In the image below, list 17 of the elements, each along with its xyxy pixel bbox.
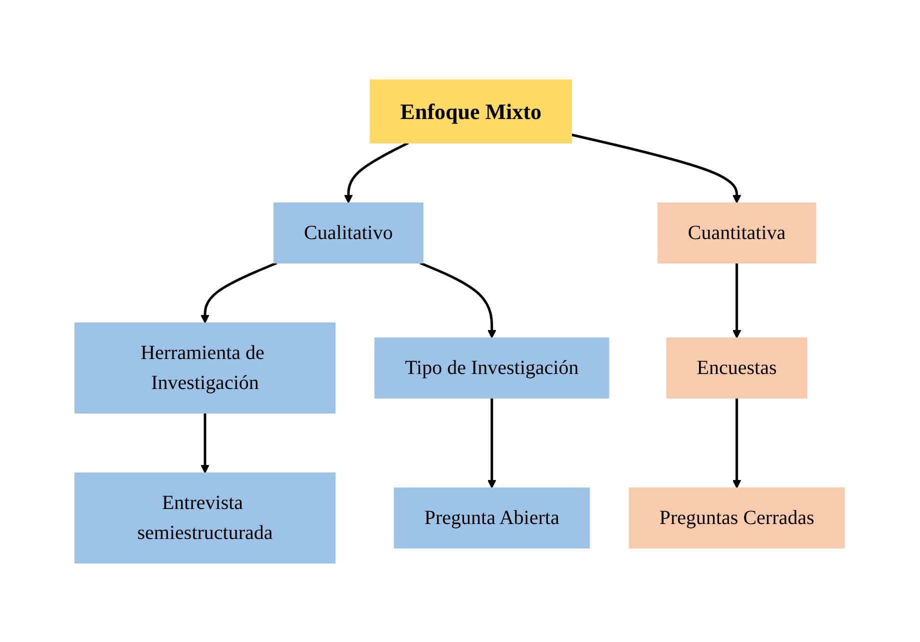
node-box: Encuestas bbox=[666, 337, 808, 398]
node-box: Tipo de Investigación bbox=[374, 337, 610, 398]
arrow bbox=[732, 262, 742, 338]
arrow bbox=[572, 133, 742, 203]
node-box: Preguntas Cerradas bbox=[629, 486, 846, 548]
arrow bbox=[344, 141, 410, 203]
node-box: Enfoque Mixto bbox=[370, 79, 572, 143]
node-box: Cuantitativa bbox=[658, 202, 817, 263]
node-box: Pregunta Abierta bbox=[394, 486, 590, 548]
arrow bbox=[200, 412, 210, 473]
arrow bbox=[732, 398, 742, 488]
node-box: Cualitativo bbox=[274, 202, 424, 263]
arrow bbox=[420, 261, 497, 338]
arrow bbox=[200, 261, 278, 323]
node-box: Entrevista semiestructurada bbox=[74, 472, 336, 563]
arrow bbox=[488, 398, 497, 488]
node-box: Herramienta de Investigación bbox=[74, 322, 336, 413]
